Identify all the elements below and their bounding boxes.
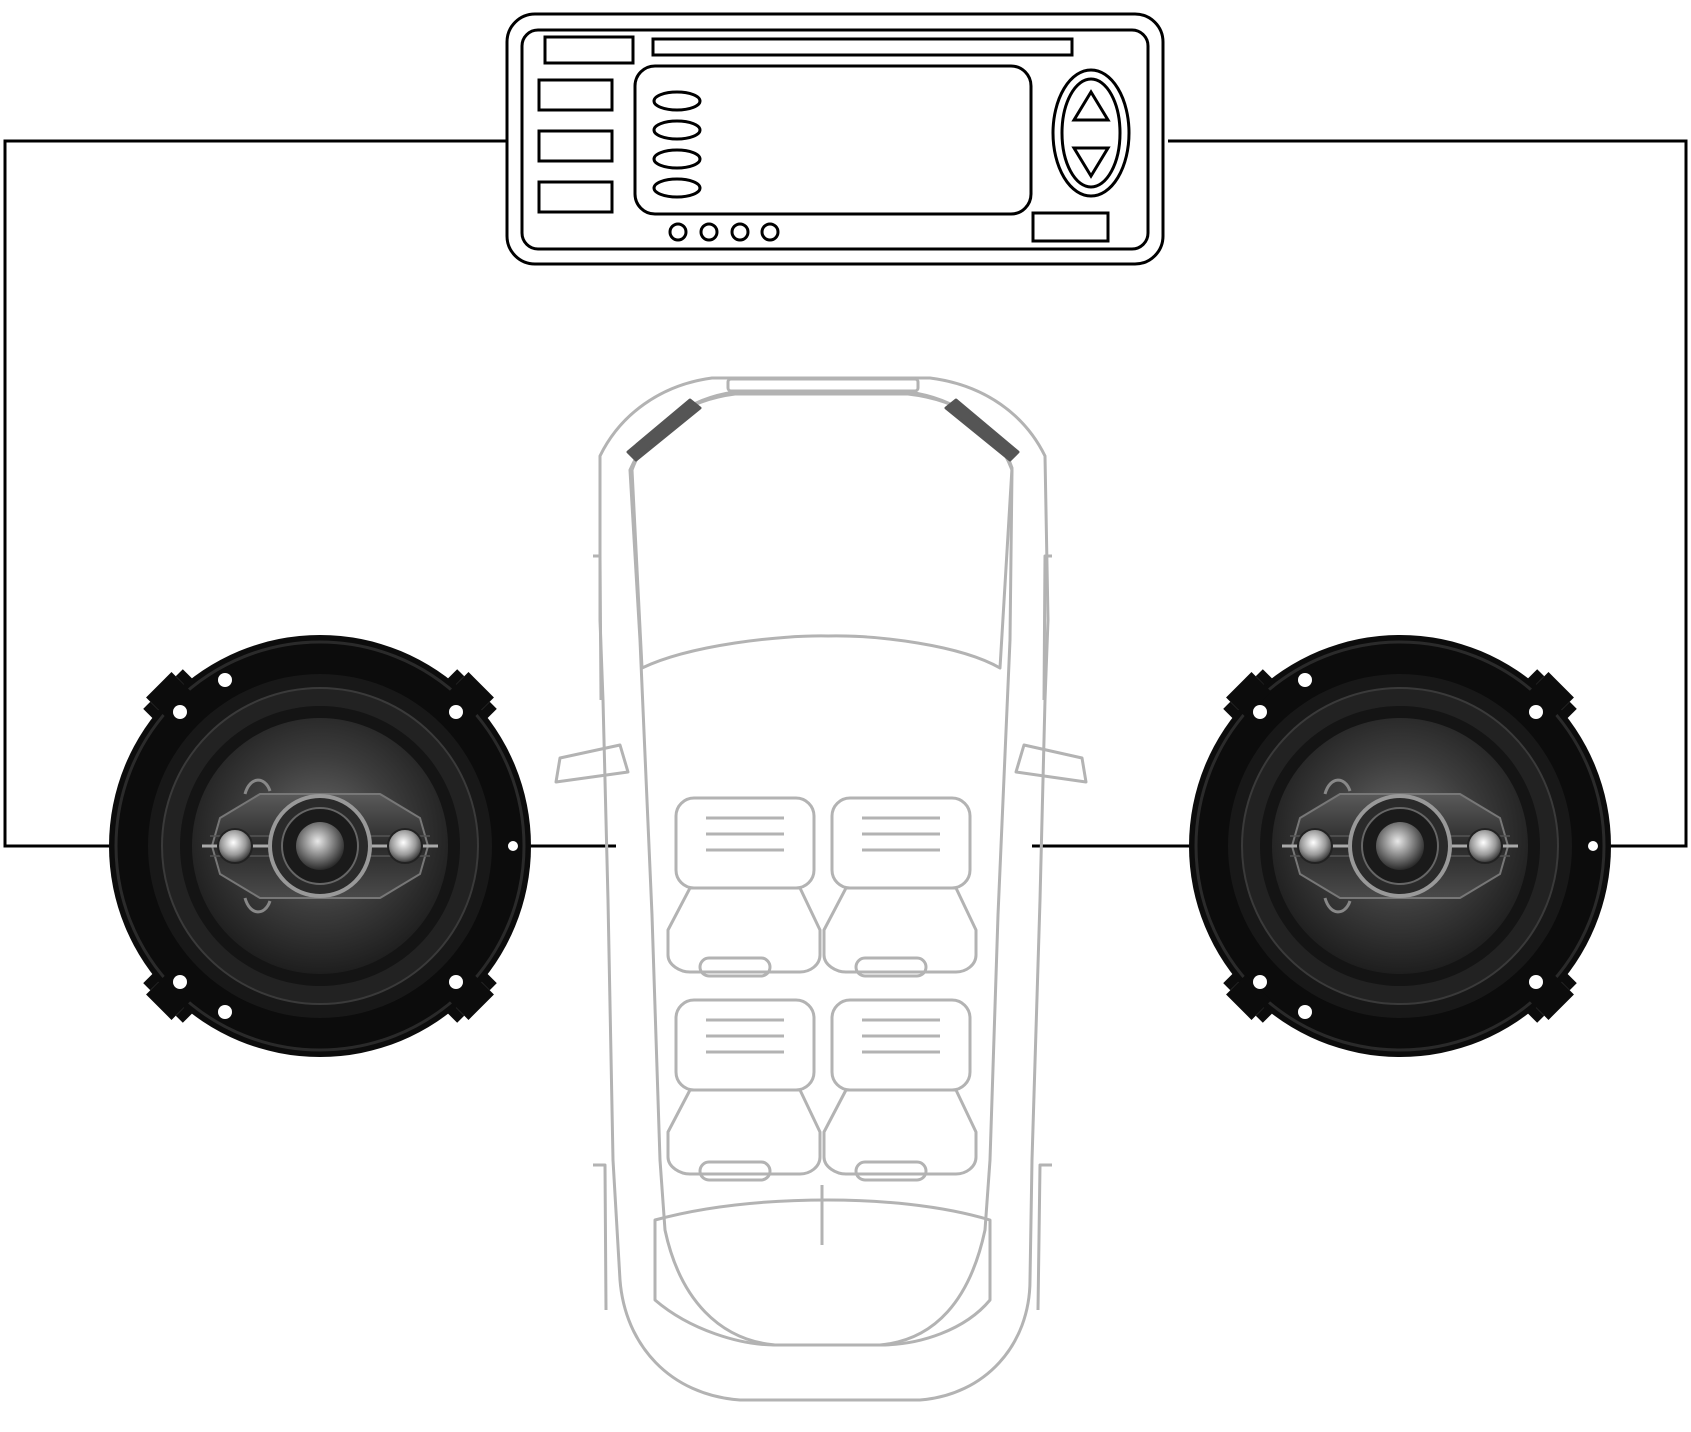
volume-up-icon <box>1071 89 1111 122</box>
preset-dots <box>668 222 780 242</box>
a-pillar-left <box>626 398 702 462</box>
side-line-right <box>1036 554 1052 1311</box>
seat-rear-left <box>666 998 822 1182</box>
car-body <box>598 376 1050 1402</box>
coaxial-speaker-icon <box>1187 633 1613 1059</box>
wires <box>3 139 1688 848</box>
coaxial-speaker-icon <box>107 633 533 1059</box>
left-speaker <box>107 633 533 1059</box>
seat-rear-right <box>822 998 978 1182</box>
head-unit-button-3 <box>537 180 614 214</box>
windshield <box>630 392 1014 670</box>
head-unit <box>505 12 1165 266</box>
volume-down-icon <box>1071 146 1111 179</box>
head-unit-eject-button <box>1031 211 1110 243</box>
head-unit-button-1 <box>537 78 614 112</box>
side-line-left <box>593 554 608 1311</box>
seat-front-left <box>666 796 822 978</box>
head-unit-faceplate <box>505 12 1165 266</box>
volume-rocker <box>1051 68 1131 198</box>
volume-rocker-inner <box>1060 77 1122 189</box>
head-unit-inner-frame <box>520 28 1150 251</box>
mirror-right <box>1014 743 1088 784</box>
right-speaker <box>1187 633 1613 1059</box>
seat-front-right <box>822 796 978 978</box>
display-oval-3 <box>652 148 702 170</box>
a-pillar-right <box>944 398 1020 462</box>
display-oval-2 <box>652 119 702 141</box>
head-unit-button-2 <box>537 129 614 163</box>
display-screen <box>633 64 1033 216</box>
display-oval-4 <box>652 177 702 199</box>
car-inner-body <box>628 390 1014 1347</box>
cd-slot <box>651 37 1074 57</box>
hood-vent <box>726 377 920 393</box>
rear-window <box>653 1198 992 1347</box>
car-top-view <box>554 376 1088 1402</box>
display-oval-1 <box>652 90 702 112</box>
wire-right <box>1168 139 1688 848</box>
mirror-left <box>554 743 630 784</box>
head-unit-top-button <box>543 35 635 65</box>
wire-left <box>3 139 507 848</box>
